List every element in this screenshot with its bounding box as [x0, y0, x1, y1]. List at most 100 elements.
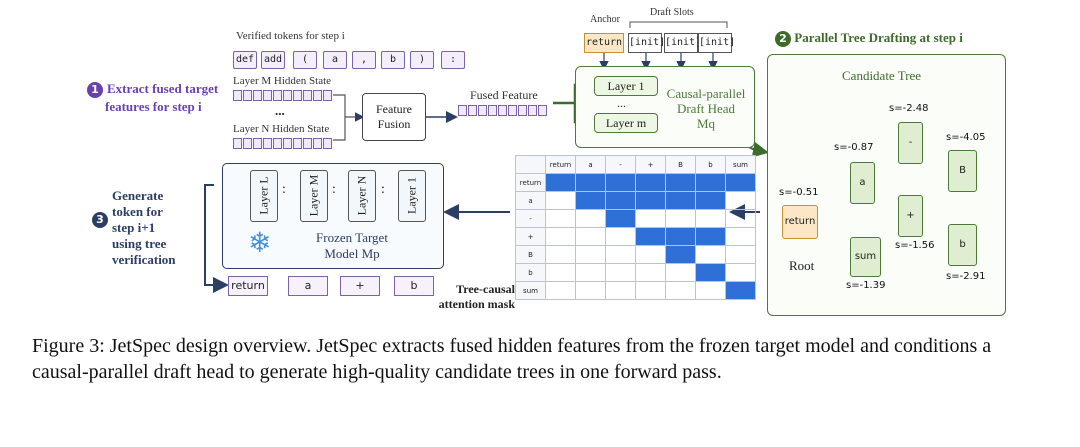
mask-cell-blocked: [725, 263, 756, 282]
mask-cell-attend: [695, 173, 726, 192]
frozen-model-title: Frozen Target Model Mp: [292, 230, 412, 262]
verified-token: a: [323, 51, 347, 69]
tree-node-plus: +: [898, 195, 923, 237]
tree-score-a: s=-0.87: [834, 142, 874, 153]
mask-cell-blocked: [545, 209, 576, 228]
step2-text: Parallel Tree Drafting at step i: [794, 30, 963, 45]
step3-line2: token for: [112, 204, 163, 219]
output-token-2: a: [288, 276, 328, 296]
frozen-dots-2: :: [332, 182, 336, 197]
mask-cell-blocked: [545, 227, 576, 246]
step1-line1: Extract fused target: [107, 81, 219, 96]
anchor-token: return: [584, 33, 624, 53]
tree-score-B: s=-4.05: [946, 132, 986, 143]
draft-slots-label: Draft Slots: [650, 7, 694, 18]
step3-line5: verification: [112, 252, 176, 267]
verified-token: ): [410, 51, 434, 69]
mask-cell-attend: [605, 173, 636, 192]
mask-cell-blocked: [605, 281, 636, 300]
draft-head-title-line3: Mq: [696, 116, 716, 131]
anchor-label: Anchor: [590, 14, 620, 25]
mask-cell-blocked: [695, 281, 726, 300]
verified-token: add: [261, 51, 285, 69]
verified-token: :: [441, 51, 465, 69]
output-token-3: +: [340, 276, 380, 296]
step3-line3: step i+1: [112, 220, 156, 235]
mask-cell-blocked: [725, 209, 756, 228]
snowflake-icon: ❄: [248, 228, 272, 259]
tree-node-minus: -: [898, 122, 923, 164]
verified-token: def: [233, 51, 257, 69]
mask-col-header: +: [635, 155, 666, 174]
mask-cell-blocked: [635, 263, 666, 282]
mask-col-header: a: [575, 155, 606, 174]
verified-tokens-label: Verified tokens for step i: [236, 30, 345, 42]
mask-row-header: +: [515, 227, 546, 246]
tree-node-B: B: [948, 150, 977, 192]
mask-row-header: return: [515, 173, 546, 192]
mask-cell-attend: [635, 191, 666, 210]
mask-cell-attend: [725, 173, 756, 192]
step1-number: 1: [87, 82, 103, 98]
mask-cell-attend: [575, 173, 606, 192]
mask-cell-attend: [575, 191, 606, 210]
mask-corner: [515, 155, 546, 174]
mask-col-header: sum: [725, 155, 756, 174]
mask-cell-blocked: [575, 245, 606, 264]
tree-score-minus: s=-2.48: [889, 103, 929, 114]
step1-label: 1 Extract fused target features for step…: [87, 80, 237, 116]
mask-caption-line1: Tree-causal: [456, 282, 515, 296]
mask-cell-blocked: [725, 191, 756, 210]
feature-fusion-box: Feature Fusion: [362, 93, 426, 141]
mask-cell-attend: [665, 227, 696, 246]
tree-root-score: s=-0.51: [779, 187, 819, 198]
mask-cell-blocked: [545, 245, 576, 264]
frozen-layer-1: Layer 1: [398, 170, 426, 222]
mask-caption: Tree-causal attention mask: [437, 282, 515, 312]
mask-caption-line2: attention mask: [438, 297, 515, 311]
mask-cell-blocked: [575, 281, 606, 300]
draft-layer-dots: ...: [617, 96, 626, 110]
feature-fusion-label: Feature Fusion: [376, 102, 412, 131]
mask-cell-blocked: [665, 209, 696, 228]
draft-head-title-line2: Draft Head: [676, 101, 736, 116]
mask-cell-blocked: [605, 227, 636, 246]
mask-cell-attend: [665, 191, 696, 210]
mask-cell-attend: [695, 191, 726, 210]
mask-cell-attend: [545, 173, 576, 192]
figure-caption: Figure 3: JetSpec design overview. JetSp…: [32, 335, 992, 383]
step2-number: 2: [775, 31, 791, 47]
output-token-4: b: [394, 276, 434, 296]
tree-score-plus: s=-1.56: [895, 240, 935, 251]
step3-line1: Generate: [112, 188, 164, 203]
mask-cell-attend: [605, 191, 636, 210]
mask-cell-blocked: [575, 263, 606, 282]
mask-cell-blocked: [695, 245, 726, 264]
mask-cell-blocked: [665, 263, 696, 282]
draft-slot: [init]: [698, 33, 735, 53]
verified-token: ,: [352, 51, 376, 69]
mask-row-header: sum: [515, 281, 546, 300]
verified-token: b: [381, 51, 405, 69]
layer-n-hidden-cells: [233, 138, 333, 151]
step3-number-wrap: 3: [92, 210, 108, 228]
frozen-layer-N-label: Layer N: [354, 175, 369, 216]
tree-root-node: return: [782, 205, 818, 239]
mask-cell-blocked: [545, 263, 576, 282]
tree-score-sum: s=-1.39: [846, 280, 886, 291]
mask-cell-blocked: [545, 191, 576, 210]
tree-node-b: b: [948, 224, 977, 266]
mask-col-header: return: [545, 155, 576, 174]
verified-token: (: [293, 51, 317, 69]
hidden-ellipsis: ...: [275, 103, 285, 118]
mask-cell-attend: [695, 263, 726, 282]
mask-cell-attend: [635, 227, 666, 246]
mask-col-header: b: [695, 155, 726, 174]
mask-cell-blocked: [665, 281, 696, 300]
draft-slot: [init]: [628, 33, 665, 53]
mask-cell-blocked: [605, 263, 636, 282]
frozen-layer-1-label: Layer 1: [404, 177, 419, 214]
mask-row-header: a: [515, 191, 546, 210]
mask-cell-blocked: [545, 281, 576, 300]
mask-cell-blocked: [635, 281, 666, 300]
